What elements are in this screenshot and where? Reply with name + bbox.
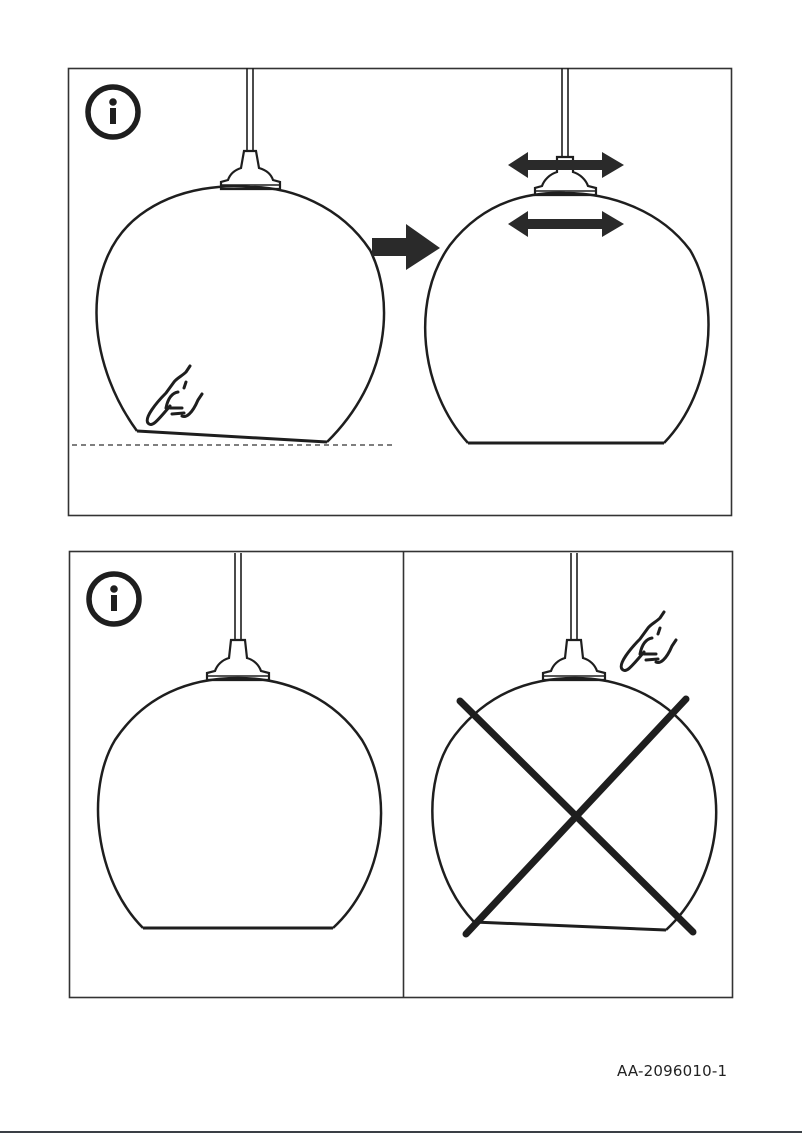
hand-pointer-icon	[145, 364, 204, 426]
document-id: AA-2096010-1	[617, 1062, 728, 1080]
arrow-right-icon	[372, 224, 440, 270]
double-arrow-icon	[508, 152, 624, 178]
hand-pointer-icon	[619, 610, 678, 672]
info-icon	[89, 574, 139, 624]
bottom-panels	[68, 550, 734, 999]
incorrect-lamp	[431, 553, 718, 932]
tilted-lamp	[95, 68, 386, 444]
page-bottom-rule	[0, 1131, 802, 1133]
double-arrow-icon	[508, 211, 624, 237]
info-icon	[88, 87, 138, 137]
top-panel	[67, 67, 733, 517]
level-lamp	[423, 68, 710, 445]
cross-mark-icon	[456, 695, 697, 938]
correct-lamp	[96, 553, 383, 930]
